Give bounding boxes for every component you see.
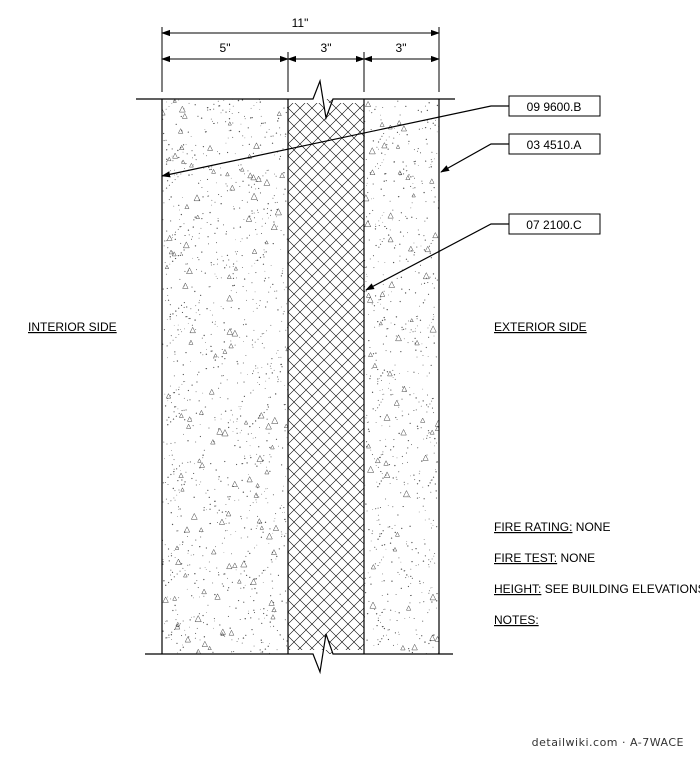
interior-concrete-layer [162, 99, 288, 654]
callout-07-2100-c: 07 2100.C [508, 213, 601, 235]
dim-insulation-layer: 3" [321, 41, 332, 55]
fire-test-label: FIRE TEST: [494, 551, 557, 565]
insulation-layer [288, 99, 364, 654]
callout-03-4510-a: 03 4510.A [508, 133, 601, 155]
interior-side-label: INTERIOR SIDE [28, 320, 117, 334]
dim-interior-layer: 5" [220, 41, 231, 55]
dim-exterior-layer: 3" [396, 41, 407, 55]
fire-rating-value: NONE [576, 520, 611, 534]
exterior-concrete-layer [364, 99, 439, 654]
callout-code: 03 4510.A [527, 138, 582, 152]
dim-overall: 11" [292, 16, 309, 30]
callout-code: 09 9600.B [527, 100, 582, 114]
callout-09-9600-b: 09 9600.B [508, 95, 601, 117]
fire-rating-label: FIRE RATING: [494, 520, 572, 534]
notes-label: NOTES: [494, 613, 539, 627]
wall-layer-lines [161, 99, 440, 654]
height-value: SEE BUILDING ELEVATIONS [545, 582, 700, 596]
dimension-lines [161, 27, 440, 92]
fire-rating-line: FIRE RATING: NONE [494, 520, 610, 534]
fire-test-value: NONE [560, 551, 595, 565]
callout-code: 07 2100.C [526, 218, 582, 232]
bottom-break-line [145, 633, 453, 675]
fire-test-line: FIRE TEST: NONE [494, 551, 595, 565]
height-label: HEIGHT: [494, 582, 541, 596]
top-break-line [136, 78, 455, 121]
callout-leaders [161, 105, 509, 291]
watermark: detailwiki.com · A-7WACE [532, 736, 684, 749]
bottom-break-fill [288, 634, 364, 672]
height-line: HEIGHT: SEE BUILDING ELEVATIONS [494, 582, 700, 596]
exterior-side-label: EXTERIOR SIDE [494, 320, 587, 334]
